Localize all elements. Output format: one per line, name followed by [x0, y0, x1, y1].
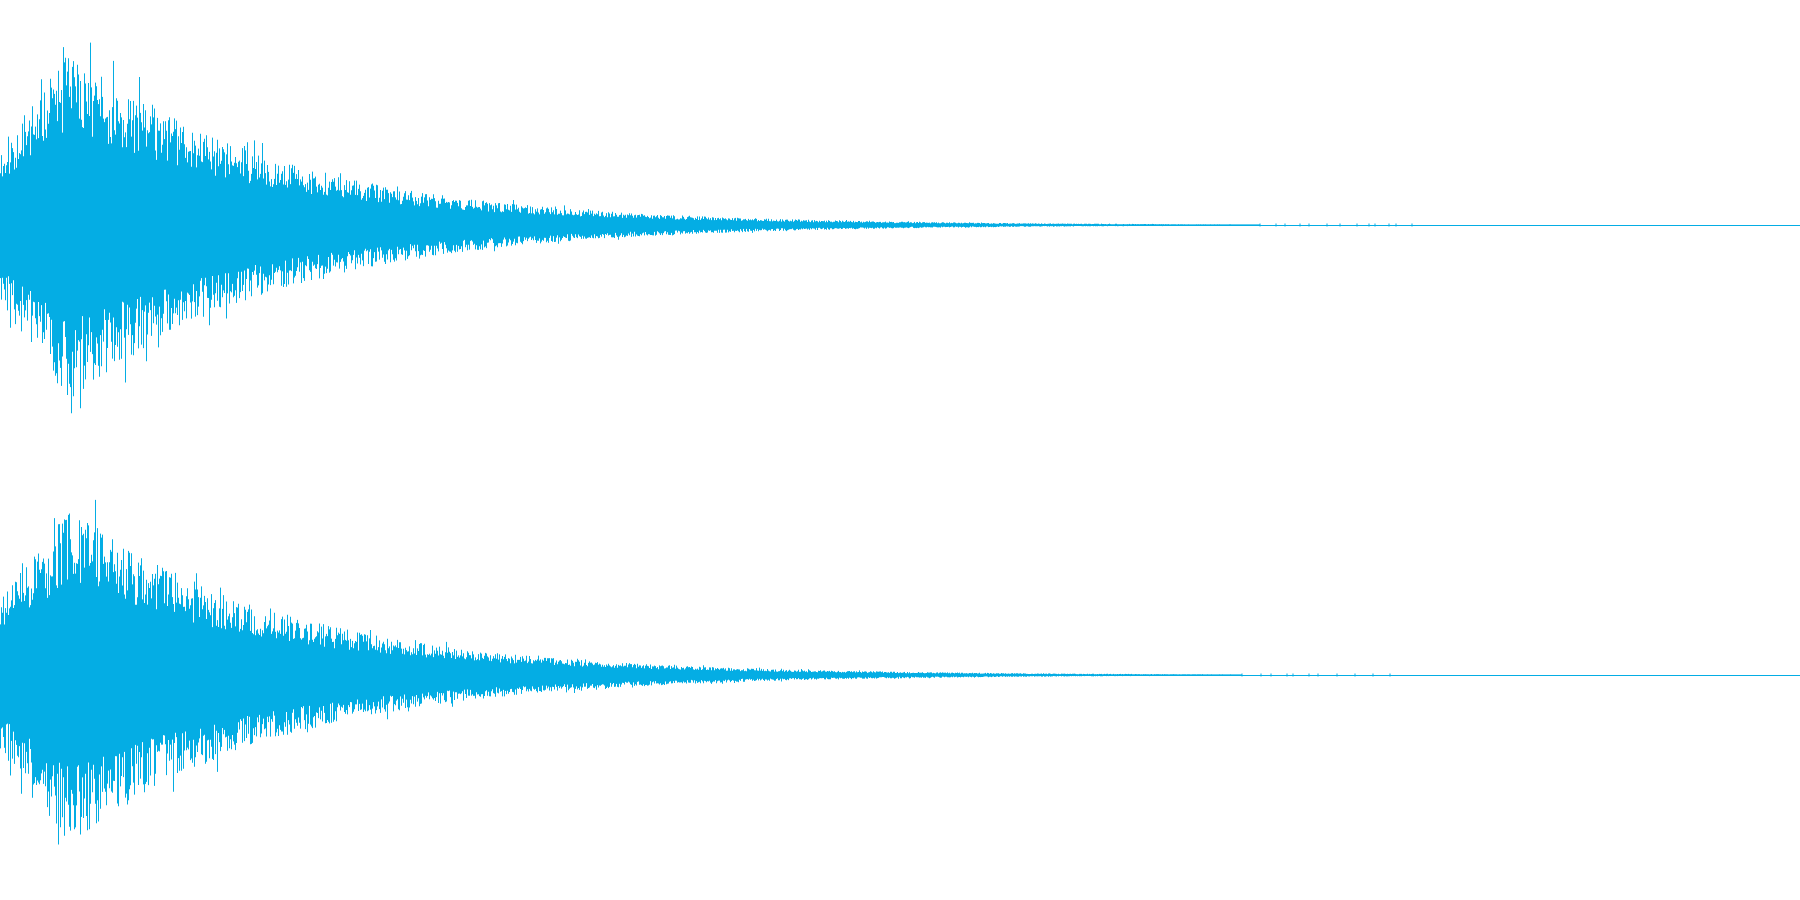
waveform-channel-top[interactable] [0, 0, 1800, 450]
waveform-channel-bottom-trace [0, 499, 1800, 845]
waveform-samples [0, 499, 1242, 845]
waveform-channel-top-trace [0, 42, 1800, 414]
waveform-channel-bottom[interactable] [0, 450, 1800, 900]
waveform-samples [0, 42, 1260, 414]
